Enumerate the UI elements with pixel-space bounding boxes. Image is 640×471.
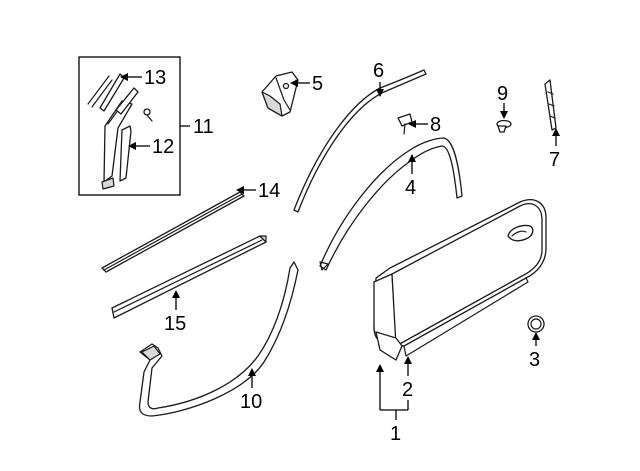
callout-15: 15 bbox=[164, 313, 186, 335]
callout-13: 13 bbox=[144, 67, 166, 89]
part-14-belt-molding bbox=[101, 191, 245, 273]
part-9-clip bbox=[496, 119, 512, 133]
callout-numbers: 13 11 12 5 6 8 4 9 7 14 15 10 2 1 3 bbox=[144, 60, 560, 445]
leader-lines bbox=[120, 73, 560, 420]
callout-8: 8 bbox=[430, 114, 441, 136]
part-10-door-weatherstrip bbox=[138, 261, 299, 417]
callout-2: 2 bbox=[402, 379, 413, 401]
callout-10: 10 bbox=[240, 391, 262, 413]
part-15-lower-molding bbox=[111, 235, 267, 319]
callout-6: 6 bbox=[373, 60, 384, 82]
part-5-hinge-bracket bbox=[261, 71, 299, 117]
callout-11: 11 bbox=[193, 116, 214, 138]
callout-3: 3 bbox=[529, 349, 540, 371]
part-6-roof-rail bbox=[293, 69, 427, 213]
callout-4: 4 bbox=[405, 177, 416, 199]
part-1-door-shell bbox=[373, 199, 547, 361]
callout-12: 12 bbox=[152, 136, 174, 158]
callout-7: 7 bbox=[549, 149, 560, 171]
part-4-glass-run bbox=[319, 137, 463, 271]
callout-1: 1 bbox=[390, 423, 401, 445]
part-7-pillar-molding bbox=[544, 79, 557, 131]
inset-parts bbox=[87, 73, 153, 190]
part-3-plug bbox=[527, 315, 545, 333]
callout-9: 9 bbox=[497, 83, 508, 105]
callout-14: 14 bbox=[258, 180, 280, 202]
callout-5: 5 bbox=[312, 73, 323, 95]
